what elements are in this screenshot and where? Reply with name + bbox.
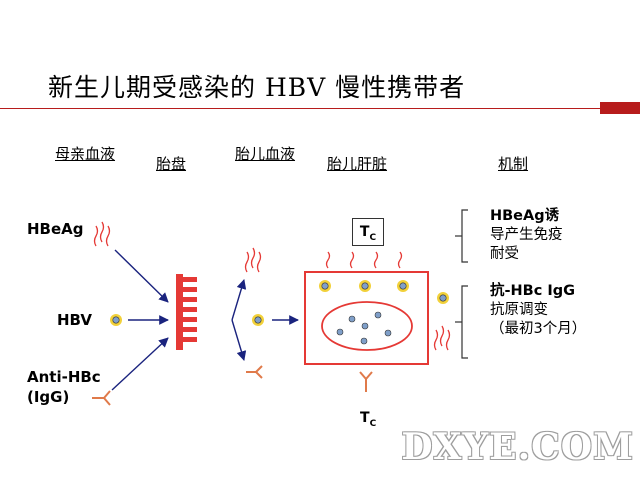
antibody-icon [246, 365, 263, 379]
hbeag-squiggle-icon [325, 251, 403, 269]
virus-particle-icon [437, 292, 449, 304]
header-fetal-liver: 胎儿肝脏 [327, 155, 388, 173]
surface-virus-icons [319, 280, 409, 292]
mechanism-1-line-3: 耐受 [490, 246, 519, 262]
bracket-mechanism-2 [455, 285, 468, 359]
placenta-fork-arrows [231, 279, 247, 361]
mechanism-2-line-1: 抗-HBc IgG [490, 283, 576, 299]
label-hbeag: HBeAg [27, 220, 84, 238]
arrow-hbeag-to-placenta [114, 249, 169, 303]
tcell-subscript: C [369, 232, 377, 243]
title-accent-block [600, 102, 640, 114]
mechanism-2-line-3: （最初3个月） [490, 321, 587, 337]
mechanism-2: 抗-HBc IgG 抗原调变 （最初3个月） [490, 282, 586, 339]
mechanism-1-line-1: HBeAg诱 [490, 208, 560, 224]
mechanism-2-line-2: 抗原调变 [490, 302, 548, 318]
label-igg: (IgG) [27, 388, 70, 406]
nucleus-virus-dots [336, 311, 392, 345]
header-fetal-blood: 胎儿血液 [235, 145, 296, 163]
watermark-logo: DXYE.COM [401, 426, 634, 468]
title-underline [0, 108, 600, 109]
corner-accent-block [592, 102, 598, 108]
virus-particle-icon [110, 314, 122, 326]
label-anti-hbc: Anti-HBc [27, 368, 101, 386]
tcell-box-top: TC [352, 218, 384, 246]
tcell-bottom: TC [360, 410, 376, 429]
antibody-icon [359, 371, 373, 392]
placenta-icon [176, 274, 197, 350]
header-maternal-blood: 母亲血液 [55, 145, 116, 163]
antibody-icon [92, 390, 111, 406]
arrow-antibody-to-placenta [111, 337, 169, 391]
hbeag-squiggle-icon [244, 247, 262, 273]
virus-particle-icon [252, 314, 264, 326]
page-title: 新生儿期受感染的 HBV 慢性携带者 [48, 73, 466, 102]
hbeag-squiggle-icon [93, 221, 111, 247]
tcell-subscript: C [369, 418, 377, 429]
header-mechanism: 机制 [498, 155, 529, 173]
header-placenta: 胎盘 [156, 155, 187, 173]
bracket-mechanism-1 [455, 209, 468, 263]
tcell-letter: T [360, 410, 370, 426]
label-hbv: HBV [57, 311, 92, 329]
tcell-letter: T [359, 224, 370, 240]
mechanism-1-line-2: 导产生免疫 [490, 227, 563, 243]
mechanism-1: HBeAg诱 导产生免疫 耐受 [490, 207, 563, 264]
hbeag-squiggle-icon [433, 325, 451, 351]
